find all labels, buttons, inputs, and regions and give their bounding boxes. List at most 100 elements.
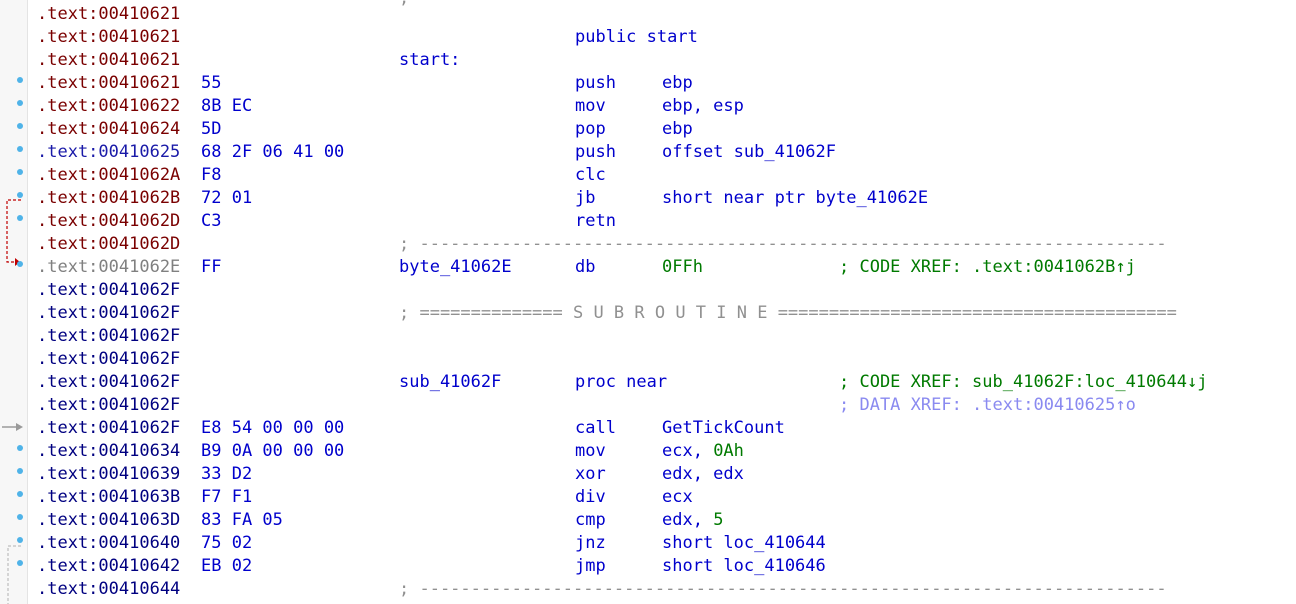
operands[interactable]: ebp [662,118,693,141]
operand-text[interactable]: ebp [662,119,693,139]
operands[interactable]: short near ptr byte_41062E [662,187,928,210]
address[interactable]: .text:0041062D [37,234,181,254]
operands[interactable]: edx, edx [662,463,744,486]
breakpoint-dot[interactable] [17,100,23,106]
operand-text[interactable]: ebp [662,73,693,93]
address[interactable]: .text:00410621 [37,73,181,93]
address[interactable]: .text:00410640 [37,533,181,553]
operands[interactable]: ebp [662,72,693,95]
address[interactable]: .text:00410644 [37,579,181,599]
listing-line[interactable]: .text:0041062F [0,348,1296,371]
breakpoint-dot[interactable] [17,491,23,497]
xref-comment[interactable]: ; CODE XREF: .text:0041062B↑j [839,257,1136,277]
address[interactable]: .text:0041063D [37,510,181,530]
address[interactable]: .text:0041062D [37,211,181,231]
address[interactable]: .text:0041062F [37,372,181,392]
listing-line[interactable]: .text:00410621 start: [0,49,1296,72]
operand-text[interactable]: 0FFh [662,257,703,277]
code-label[interactable]: start: [399,50,461,70]
address[interactable]: .text:0041062F [37,280,181,300]
address[interactable]: .text:0041062B [37,188,181,208]
operands[interactable]: short loc_410646 [662,555,826,578]
address[interactable]: .text:0041062A [37,165,181,185]
operand-text[interactable]: offset sub_41062F [662,142,836,162]
operands[interactable]: GetTickCount [662,417,785,440]
code-label[interactable]: sub_41062F [399,372,502,392]
breakpoint-dot[interactable] [17,468,23,474]
listing-line[interactable]: .text:0041062D; ------------------------… [0,233,1296,256]
address[interactable]: .text:0041062F [37,349,181,369]
address[interactable]: .text:00410624 [37,119,181,139]
operand-text[interactable]: short loc_410644 [662,533,826,553]
operand-text[interactable]: ecx [662,487,693,507]
listing-line[interactable]: ;.text:00410621 [0,0,1296,26]
address[interactable]: .text:0041062F [37,303,181,323]
operand-text[interactable]: ebp, esp [662,96,744,116]
xref-comment[interactable]: ; CODE XREF: sub_41062F:loc_410644↓j [839,372,1208,392]
xref-comment[interactable]: ; DATA XREF: .text:00410625↑o [839,395,1136,415]
operands[interactable]: edx, 5 [662,509,723,532]
breakpoint-dot[interactable] [17,146,23,152]
address[interactable]: .text:00410625 [37,142,181,162]
operand-text[interactable]: edx, edx [662,464,744,484]
operands[interactable]: ecx, 0Ah [662,440,744,463]
separator-line: ; --------------------------------------… [399,579,1167,599]
breakpoint-dot[interactable] [17,445,23,451]
operands[interactable]: short loc_410644 [662,532,826,555]
operands[interactable]: offset sub_41062F [662,141,836,164]
breakpoint-dot[interactable] [17,537,23,543]
breakpoint-dot[interactable] [17,261,23,267]
operands[interactable]: ecx [662,486,693,509]
address[interactable]: .text:0041063B [37,487,181,507]
address[interactable]: .text:00410639 [37,464,181,484]
address[interactable]: .text:00410621 [37,27,181,47]
address[interactable]: .text:00410621 [37,50,181,70]
breakpoint-dot[interactable] [17,514,23,520]
code-label[interactable]: byte_41062E [399,257,512,277]
address[interactable]: .text:00410634 [37,441,181,461]
address[interactable]: .text:0041062F [37,326,181,346]
breakpoint-dot[interactable] [17,192,23,198]
listing-line[interactable]: .text:0041062F [0,279,1296,302]
address[interactable]: .text:0041062F [37,395,181,415]
operand-text[interactable]: short near ptr byte_41062E [662,188,929,208]
address[interactable]: .text:0041062E [37,257,181,277]
operands[interactable]: ebp, esp [662,95,744,118]
breakpoint-dot[interactable] [17,169,23,175]
listing-line[interactable]: .text:0041062F ; DATA XREF: .text:0041062… [0,394,1296,417]
breakpoint-dot[interactable] [17,560,23,566]
breakpoint-dot[interactable] [17,215,23,221]
operands[interactable]: 0FFh [662,256,703,279]
operand-text[interactable]: edx, [662,510,714,530]
breakpoint-dot[interactable] [17,123,23,129]
breakpoint-dot[interactable] [17,77,23,83]
listing-line[interactable]: .text:0041062F [0,325,1296,348]
listing-line[interactable]: .text:0041062F; ============== S U B R O… [0,302,1296,325]
operand-text[interactable]: short loc_410646 [662,556,826,576]
address[interactable]: .text:00410621 [37,4,181,24]
address[interactable]: .text:0041062F [37,418,181,438]
listing-line[interactable]: .text:00410644 ; ------------------------… [0,578,1296,601]
operand-text[interactable]: ecx, [662,441,714,461]
address[interactable]: .text:00410642 [37,556,181,576]
operand-text[interactable]: GetTickCount [662,418,785,438]
address[interactable]: .text:00410622 [37,96,181,116]
